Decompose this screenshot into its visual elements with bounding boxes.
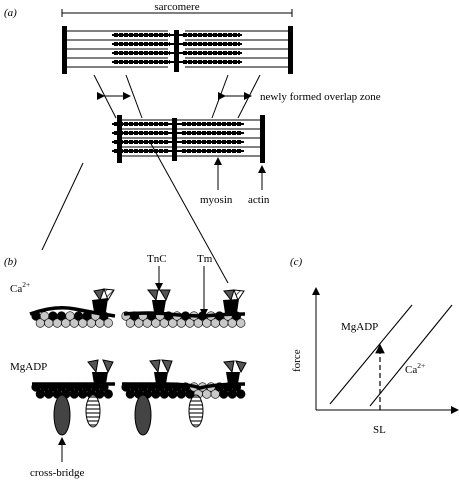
tnc-hatched-lobe [103,288,115,302]
sarcomere-long [62,26,293,74]
filament-pointers [214,157,266,190]
ca-label: Ca2+ [10,280,30,295]
sarcomere-short [112,115,265,163]
zoom-lines [41,141,229,284]
myosin-filaments-top [112,33,242,64]
actin-monomer [236,389,246,399]
ca-thin-filament-left [29,288,116,328]
mgadp-thin-filament-right [121,359,247,399]
tnc-label: TnC [147,253,167,265]
mgadp-curve-label: MgADP [341,321,378,333]
tnc-dark-lobe [93,288,105,302]
troponin-body [92,298,108,312]
cross-bridge-label: cross-bridge [30,467,84,479]
tm-label: Tm [197,253,213,265]
actin-filaments-top [67,30,288,68]
panel-c-label: (c) [290,256,303,268]
actin-monomer [236,318,246,328]
cross-bridge-hatched [85,394,101,428]
force-sl-plot [312,287,459,414]
z-disc-left-short [117,115,122,163]
sarcomere-dimension [61,9,293,17]
actin-monomer [103,318,113,328]
overlap-zone-label: newly formed overlap zone [260,91,381,103]
mgadp-thin-filament-left [31,359,115,399]
cross-bridge-dark [53,394,71,436]
ca-line [369,304,453,407]
sl-axis-label: SL [373,424,386,436]
z-disc-right-short [260,115,265,163]
panel-b-label: (b) [4,256,17,268]
z-disc-right [288,26,293,74]
cross-bridges [53,394,204,436]
m-line [174,30,179,72]
tropomyosin-strand [29,306,116,318]
panel-a-label: (a) [4,7,17,19]
m-line-short [172,118,177,161]
z-disc-left [62,26,67,74]
overlap-zone-guides [93,74,261,119]
ca-curve-label: Ca2+ [405,361,425,376]
actin-label: actin [248,194,270,206]
mgadp-label-b: MgADP [10,361,47,373]
ca-thin-filament-right [121,289,246,328]
myosin-label: myosin [200,194,233,206]
sarcomere-label: sarcomere [154,1,199,13]
force-axis-label: force [291,349,303,372]
actin-monomer [103,389,113,399]
mgadp-line [329,304,413,405]
